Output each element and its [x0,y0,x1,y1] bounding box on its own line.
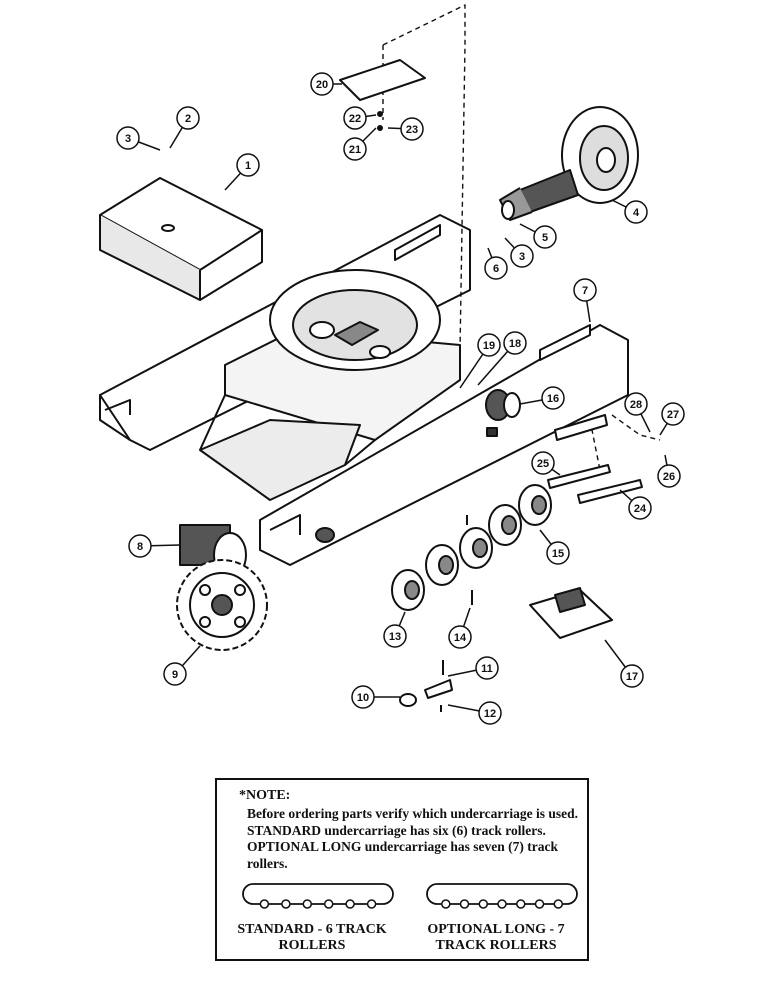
note-title: *NOTE: [239,788,291,803]
callout-circle [343,137,367,161]
callout-number: 26 [663,471,675,483]
roller-dot [534,899,545,909]
callout-number: 13 [389,631,401,643]
callout-circle [657,464,681,488]
callout-number: 8 [137,541,143,553]
roller-dot [459,899,470,909]
callout-number: 23 [406,124,418,136]
callout-circle [475,656,499,680]
callout-number: 11 [481,663,493,675]
callout-circle [116,126,140,150]
callout-number: 22 [349,113,361,125]
standard-label: STANDARD - 6 TRACK ROLLERS [237,922,387,953]
roller-dot [302,899,313,909]
callout-number: 25 [537,458,549,470]
callout-circle [236,153,260,177]
callout-circle [503,331,527,355]
hardware [399,515,473,712]
callout-circle [624,392,648,416]
callout-circle [628,496,652,520]
roller-dot [259,899,270,909]
callout-circle [484,256,508,280]
callout-number: 2 [185,113,191,125]
cover-plate [99,177,263,301]
track-shoe [529,587,613,639]
track-frame [99,214,629,566]
note-body: Before ordering parts verify which under… [247,806,578,871]
note-box: *NOTE: Before ordering parts verify whic… [215,778,589,961]
callout-circle [351,685,375,709]
roller-dot [516,899,526,909]
access-plate [339,59,426,131]
callout-circle [383,624,407,648]
callout-number: 14 [454,632,467,644]
callout-number: 6 [493,263,499,275]
callout-number: 9 [172,669,178,681]
callout-number: 5 [542,232,548,244]
callout-circle [573,278,597,302]
callout-circle [620,664,644,688]
callout-number: 19 [483,340,495,352]
callout-circle [478,701,502,725]
callout-circle [533,225,557,249]
front-idler [499,106,639,221]
callout-number: 27 [667,409,679,421]
callout-circle [343,106,367,130]
callout-circle [531,451,555,475]
track-rollers [391,484,552,611]
callout-circle [624,200,648,224]
callout-circle [661,402,685,426]
callout-circle [477,333,501,357]
guards [547,414,643,504]
callout-number: 4 [633,207,640,219]
callout-circle [128,534,152,558]
callout-number: 24 [634,503,647,515]
callout-circle [510,244,534,268]
callout-number: 12 [484,708,496,720]
roller-dot [281,899,291,909]
callout-number: 17 [626,671,638,683]
sprocket [176,559,268,651]
roller-dot [366,899,377,909]
callout-circle [546,541,570,565]
roller-dot [345,899,355,909]
callout-number: 20 [316,79,328,91]
roller-dot [478,899,489,909]
callout-circle [400,117,424,141]
roller-schematics [242,883,578,909]
carrier-roller [485,389,521,421]
callout-circle [163,662,187,686]
roller-dot [441,899,451,909]
roller-dot [553,899,564,909]
callout-circle [448,625,472,649]
callout-circle [176,106,200,130]
callout-number: 10 [357,692,369,704]
callout-number: 21 [349,144,361,156]
callout-number: 1 [245,160,251,172]
callout-number: 16 [547,393,559,405]
callout-number: 3 [125,133,131,145]
callout-number: 15 [552,548,564,560]
callout-number: 7 [582,285,588,297]
callout-number: 18 [509,338,521,350]
callout-circle [541,386,565,410]
callout-number: 28 [630,399,642,411]
callout-circle [310,72,334,96]
roller-dot [323,899,334,909]
optional-label: OPTIONAL LONG - 7 TRACK ROLLERS [427,922,565,953]
roller-dot [497,899,507,909]
callout-number: 3 [519,251,525,263]
